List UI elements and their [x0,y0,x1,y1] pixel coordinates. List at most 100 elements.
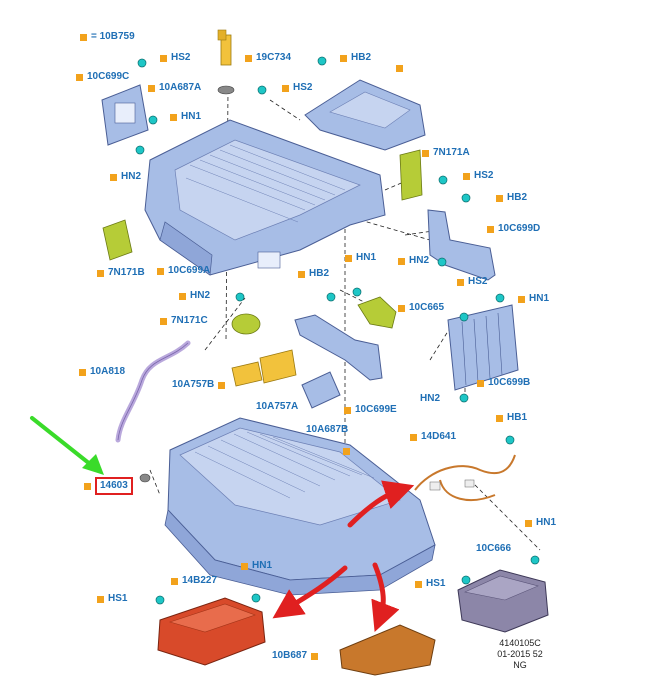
callout-hs1-b: HS1 [415,579,445,589]
callout-label: HB2 [507,192,528,203]
callout-label: HS2 [474,170,494,181]
callout-label: HN2 [190,290,211,301]
callout-label: 19C734 [256,52,292,63]
bracket-10c699e [294,314,383,381]
callout-hn1-d: HN1 [525,518,556,528]
document-code: NG [513,660,527,670]
callout-label: HS2 [293,82,313,93]
callout-marker-icon [179,292,186,300]
cable-10a818 [115,340,191,443]
callout-14d641: 14D641 [410,432,456,442]
callout-label: 14D641 [421,431,457,442]
callout-label: HN2 [409,255,430,266]
callout-marker-icon [241,562,248,570]
callout-marker-icon [97,269,104,277]
callout-hs2-c: HS2 [463,171,493,181]
callout-label: HS2 [468,276,488,287]
callout-label: HS1 [426,578,446,589]
callout-label: HN1 [529,293,550,304]
module-14b227 [157,597,266,666]
callout-marker-icon [398,304,405,312]
callout-marker-icon [340,54,347,62]
battery-pack-14603 [139,417,436,596]
callout-10a687b: 10A687B [306,425,348,435]
callout-hn1-a: HN1 [170,112,201,122]
callout-label: HN1 [536,517,557,528]
callout-marker-icon [218,381,226,389]
callout-marker-icon [84,482,91,490]
callout-marker-icon [343,448,350,455]
callout-hb2-a: HB2 [340,53,371,63]
red-pointer-arrows [272,480,415,633]
callout-10a757a: 10A757A [256,402,298,412]
document-number: 4140105C [499,638,541,648]
callout-10b759: = 10B759 [80,32,135,42]
callout-marker-icon [344,406,351,414]
callout-label: HN1 [356,252,377,263]
callout-label: HB2 [351,52,372,63]
callout-marker-icon [97,595,104,603]
mount-7n171b [102,219,133,261]
callout-hn1-e: HN1 [241,561,272,571]
callout-hn2-b: HN2 [398,256,429,266]
callout-10c665: 10C665 [398,303,444,313]
harness-14d641 [414,454,516,501]
bracket-10a687b [301,371,341,409]
leader-lines [149,89,541,551]
callout-hs2-a: HS2 [160,53,190,63]
callout-hn1-b: HN1 [345,253,376,263]
callout-10a687a: 10A687A [148,83,201,93]
callout-label: 10C666 [476,543,512,554]
mount-7n171c [231,313,261,335]
callout-marker-icon [410,433,417,441]
callout-7n171a: 7N171A [422,148,470,158]
callout-hb2-b: HB2 [496,193,527,203]
callout-marker-icon [245,54,252,62]
callout-marker-icon [345,254,352,262]
callout-label: 7N171A [433,147,470,158]
callout-label: HN2 [121,171,142,182]
battery-tray-cover [144,119,386,276]
callout-label: 10C699D [498,223,541,234]
callout-marker-icon [80,33,87,41]
callout-label: 10A687B [306,424,349,435]
callout-marker-icon [76,73,83,81]
callout-marker-icon [157,267,164,275]
callout-label: 7N171B [108,267,145,278]
callout-marker-icon [496,194,503,202]
callout-label: 10C699A [168,265,211,276]
callout-label: = 10B759 [91,31,135,42]
callout-hs1-a: HS1 [97,594,127,604]
callout-label: 10C699B [488,377,531,388]
callout-10c699b: 10C699B [477,378,530,388]
callout-marker-icon [148,84,155,92]
fasteners [135,56,540,605]
callout-label: HN1 [252,560,273,571]
callout-marker-icon [170,113,177,121]
callout-14b227: 14B227 [171,576,217,586]
callout-10c666: 10C666 [476,544,511,554]
callout-hb2-c: HB2 [298,269,329,279]
callout-label: 14B227 [182,575,218,586]
callout-label: HS2 [171,52,191,63]
document-reference: 4140105C 01-2015 52 NG [488,638,552,671]
bracket-10c699c [101,84,149,146]
callout-hn1-c: HN1 [518,294,549,304]
callout-10c699a: 10C699A [157,266,210,276]
callout-10a818: 10A818 [79,367,125,377]
callout-label: 10C665 [409,302,445,313]
callout-label: 10B687 [272,650,308,661]
bracket-10a757 [231,349,297,387]
callout-hn2-c: HN2 [179,291,210,301]
callout-10c699d: 10C699D [487,224,540,234]
callout-10c699c: 10C699C [76,72,129,82]
callout-14603: 14603 [84,477,133,495]
bracket-10c699d [427,209,496,281]
callout-marker-icon [487,225,494,233]
mount-7n171a [399,149,423,201]
callout-marker-icon [160,54,167,62]
callout-label: 7N171C [171,315,208,326]
document-date: 01-2015 52 [497,649,543,659]
callout-marker-icon [396,65,403,72]
